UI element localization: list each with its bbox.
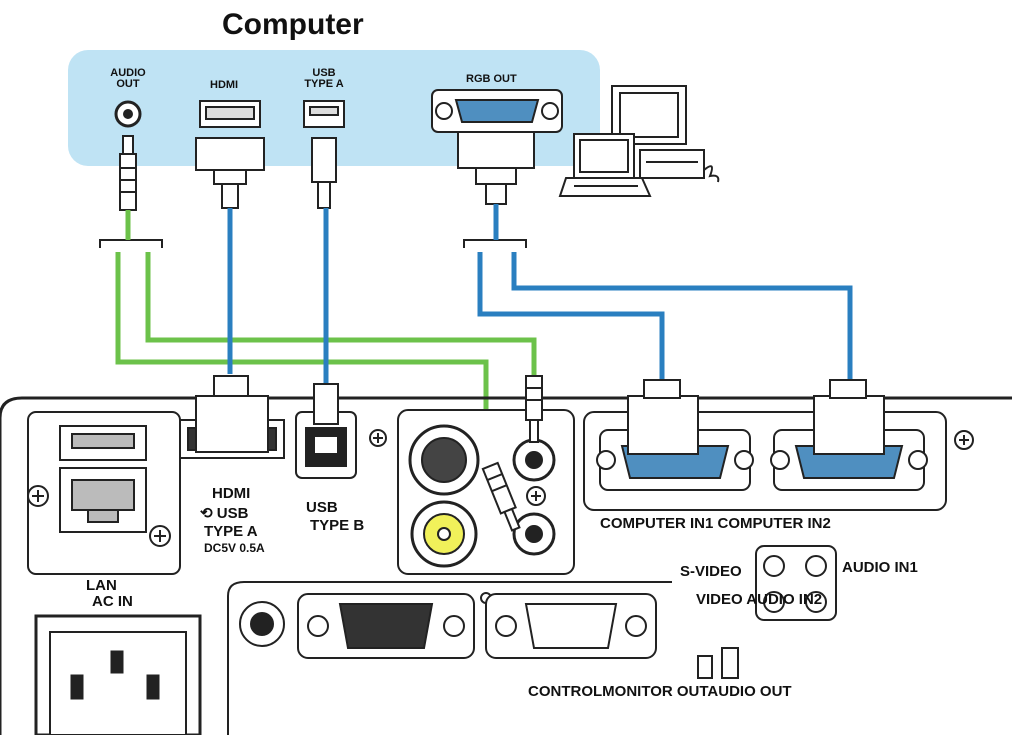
projector-usb-a-label: ⟲ USB <box>200 505 249 522</box>
computer-usb-a-port <box>303 100 345 128</box>
computer-hdmi-port <box>199 100 261 128</box>
hdmi-plug-top <box>195 137 265 209</box>
rgb-split-bracket <box>463 239 527 248</box>
security-slot-icon <box>697 647 739 679</box>
av-input-block <box>397 409 575 575</box>
projector-hdmi-port <box>179 375 285 459</box>
projector-usb-b-label: USB <box>306 499 338 516</box>
computer-audio-out-port <box>114 100 142 128</box>
audio-split-bracket <box>99 239 163 248</box>
computer-hdmi-label: HDMI <box>210 79 239 91</box>
usb-plug-top <box>311 137 337 209</box>
audio-in1-label: AUDIO IN1 <box>842 559 918 576</box>
video-audio-in2-label: VIDEO AUDIO IN2 <box>696 591 823 608</box>
projector-hdmi-label: HDMI <box>212 485 251 502</box>
audio-plug-top <box>119 135 137 211</box>
projector-usb-b-type-label: TYPE B <box>310 517 365 534</box>
computer-icon <box>558 85 720 197</box>
projector-rear-panel <box>0 396 1012 735</box>
diagram-title: Computer <box>222 8 364 41</box>
projector-usb-a-type-label: TYPE A <box>204 523 258 540</box>
computer-audio-out-label: AUDIO OUT <box>110 67 146 90</box>
audio-plugs-bottom <box>481 375 543 532</box>
computer-in-label: COMPUTER IN1 COMPUTER IN2 <box>600 515 831 532</box>
projector-usb-power-label: DC5V 0.5A <box>204 541 265 555</box>
projector-usb-b-port <box>295 383 387 479</box>
s-video-label: S-VIDEO <box>680 563 742 580</box>
lan-usb-module <box>27 411 181 575</box>
control-monitor-row <box>227 581 672 735</box>
computer-rgb-out-label: RGB OUT <box>466 73 517 85</box>
small-av-jacks <box>755 545 837 621</box>
computer-usb-type-a-label: USB TYPE A <box>304 67 344 90</box>
computer-in-block <box>583 379 974 511</box>
computer-rgb-out-port <box>431 89 563 133</box>
lan-label: LAN <box>86 577 117 594</box>
ac-inlet <box>34 614 202 735</box>
control-monitor-audio-out-label: CONTROLMONITOR OUTAUDIO OUT <box>528 683 792 700</box>
ac-in-label: AC IN <box>92 593 133 610</box>
rgb-plug-top <box>457 131 535 205</box>
video-cables <box>227 204 853 384</box>
